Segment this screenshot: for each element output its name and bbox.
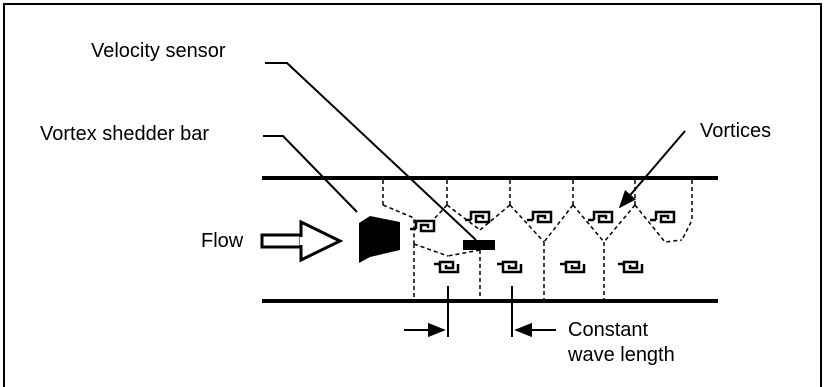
vortex-icon xyxy=(648,210,676,224)
vortex-row-bottom xyxy=(432,260,644,274)
vortex-icon xyxy=(432,260,460,274)
leader-lines xyxy=(263,62,686,241)
constant-label: Constant xyxy=(568,319,649,341)
shedder-bar-icon xyxy=(359,216,400,263)
shedder-bar-label: Vortex shedder bar xyxy=(40,123,209,145)
vortex-icon xyxy=(495,260,523,274)
vortex-icon xyxy=(586,210,614,224)
velocity-sensor-icon xyxy=(463,240,495,250)
vortex-icon xyxy=(525,210,553,224)
wave-length-dimension xyxy=(404,286,556,338)
flow-label: Flow xyxy=(201,230,244,252)
vortex-icon xyxy=(616,260,644,274)
vortices-label: Vortices xyxy=(700,120,772,142)
wave-length-label: wave length xyxy=(568,344,675,366)
flow-arrow-icon xyxy=(260,219,344,263)
diagram-frame xyxy=(3,3,822,387)
vortex-icon xyxy=(558,260,586,274)
vortex-wake-grid xyxy=(382,180,693,300)
vortex-icon xyxy=(463,210,491,224)
velocity-sensor-label: Velocity sensor xyxy=(91,40,226,62)
